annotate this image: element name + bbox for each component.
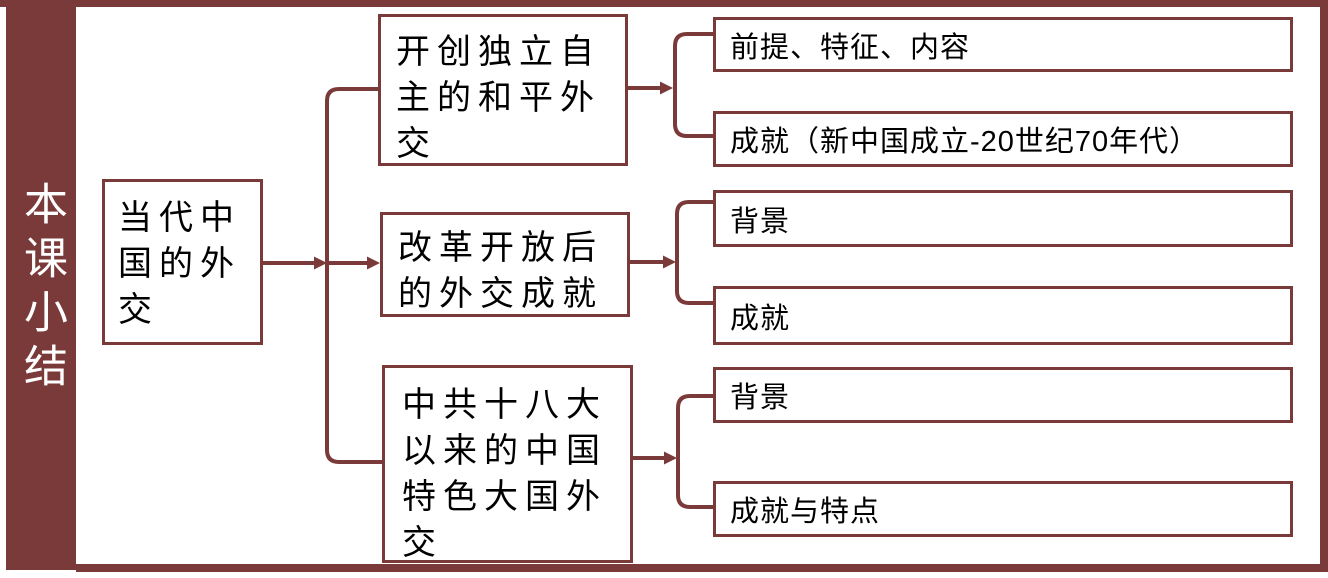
connector-group1-bracket [673, 32, 713, 138]
branch-node-2: 改革开放后的外交成就 [380, 212, 630, 317]
frame-border-bottom [76, 564, 1328, 572]
arrowhead-root-icon [314, 256, 327, 270]
leaf-node-3a: 背景 [713, 367, 1293, 423]
leaf-node-3b: 成就与特点 [713, 481, 1293, 537]
leaf-node-1b: 成就（新中国成立-20世纪70年代） [713, 111, 1293, 167]
arrowhead-group2-icon [663, 255, 676, 269]
leaf-node-1a: 前提、特征、内容 [713, 17, 1293, 72]
connector-trunk-bracket [325, 87, 382, 464]
leaf-node-2b: 成就 [713, 286, 1293, 345]
root-node: 当代中国的外交 [102, 179, 263, 345]
arrowhead-branch2-icon [367, 256, 380, 270]
frame-border-top [0, 0, 1328, 7]
frame-border-right [1320, 0, 1328, 572]
connector-group2-bracket [675, 200, 713, 305]
page-title: 本课小结 [17, 180, 66, 397]
branch-node-3: 中共十八大以来的中国特色大国外交 [382, 365, 633, 563]
arrowhead-group3-icon [664, 451, 677, 465]
connector-group3-bracket [676, 394, 713, 509]
branch-node-1: 开创独立自主的和平外交 [378, 14, 628, 166]
arrowhead-group1-icon [660, 81, 673, 95]
sidebar: 本课小结 [6, 7, 76, 570]
leaf-node-2a: 背景 [713, 190, 1293, 247]
